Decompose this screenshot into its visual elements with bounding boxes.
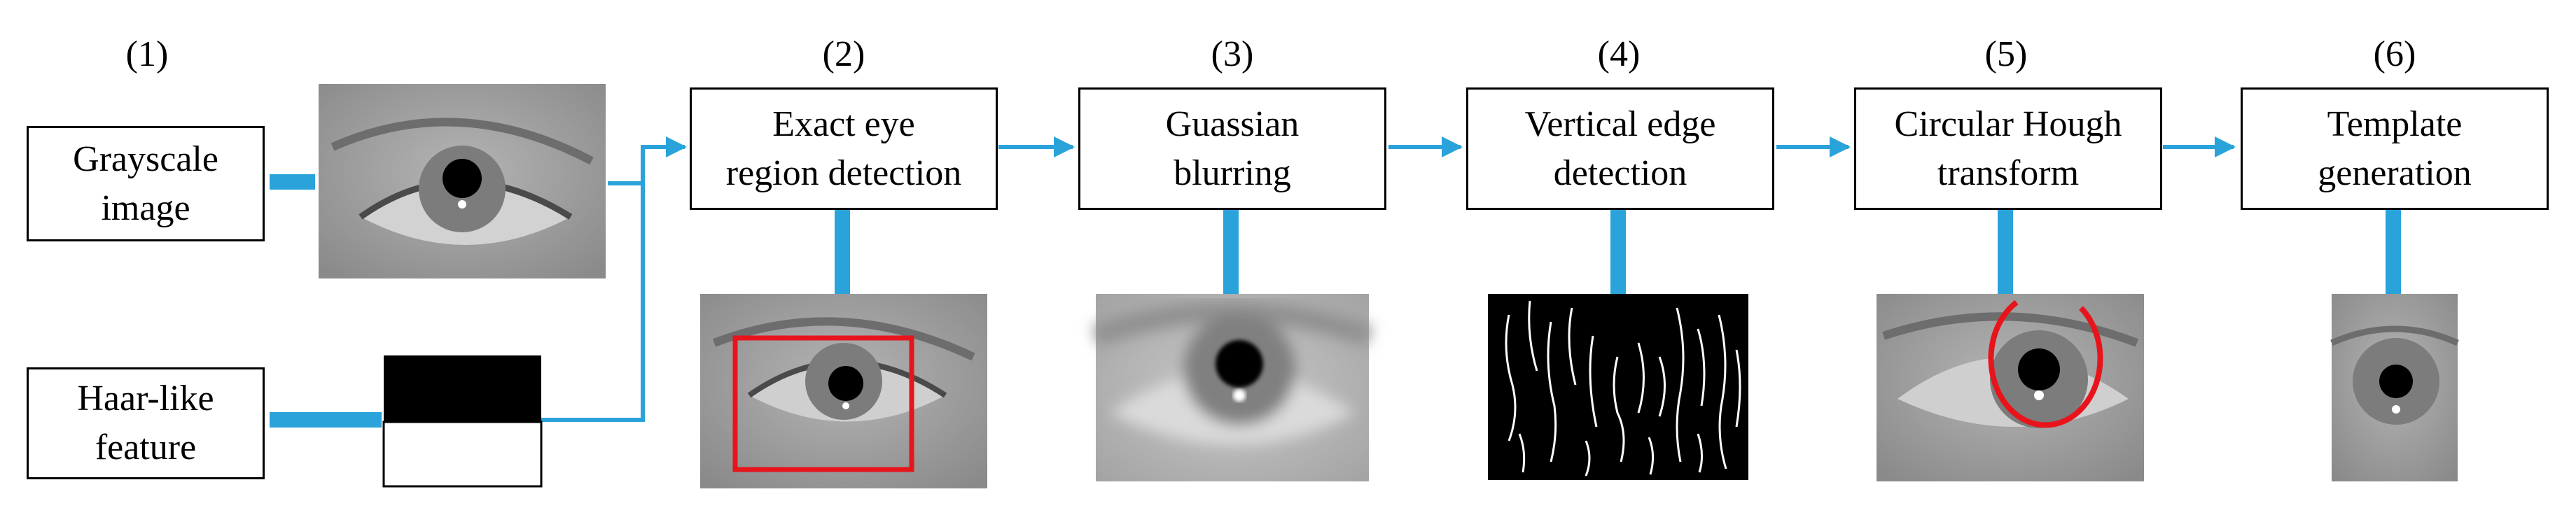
vertical-edge-detection-box: Vertical edge detection <box>1466 87 1774 210</box>
box-line: Exact eye <box>772 104 915 144</box>
connectors <box>270 136 2401 428</box>
blurred-eye-image <box>1092 294 1372 481</box>
step-number-5: (5) <box>1984 34 2028 74</box>
eye-region-detection-image <box>700 294 987 488</box>
vertical-edge-image <box>1488 294 1748 480</box>
step-number-2: (2) <box>822 34 865 74</box>
box-line: transform <box>1937 153 2080 193</box>
box-line: Haar-like <box>77 379 214 418</box>
guassian-blurring-box: Guassian blurring <box>1078 87 1386 210</box>
step-number-3: (3) <box>1211 34 1254 74</box>
box-line: detection <box>1553 153 1687 193</box>
circular-hough-transform-box: Circular Hough transform <box>1854 87 2162 210</box>
hough-circle <box>1988 299 2103 428</box>
step-number-4: (4) <box>1597 34 1641 74</box>
haar-like-feature-box: Haar-like feature <box>27 367 265 479</box>
step-number-1: (1) <box>125 34 169 74</box>
box-line: Grayscale <box>73 139 218 179</box>
template-generation-box: Template generation <box>2241 87 2549 210</box>
grayscale-eye-image <box>319 84 606 278</box>
circular-hough-image <box>1877 294 2144 481</box>
connector-pattern-to-step2 <box>541 147 645 422</box>
connector-image-to-step2 <box>608 136 687 185</box>
box-line: image <box>101 188 190 228</box>
box-line: Guassian <box>1165 104 1300 144</box>
template-image <box>2330 294 2459 481</box>
box-line: Vertical edge <box>1524 104 1716 144</box>
box-line: blurring <box>1174 153 1291 193</box>
box-line: region detection <box>725 153 962 193</box>
detection-box <box>732 335 914 472</box>
haar-like-pattern <box>382 355 543 488</box>
exact-eye-region-detection-box: Exact eye region detection <box>690 87 998 210</box>
box-line: Template <box>2327 104 2463 144</box>
box-line: Circular Hough <box>1894 104 2122 144</box>
step-number-6: (6) <box>2373 34 2416 74</box>
box-line: feature <box>95 428 197 467</box>
grayscale-image-box: Grayscale image <box>27 126 265 241</box>
box-line: generation <box>2318 153 2472 193</box>
